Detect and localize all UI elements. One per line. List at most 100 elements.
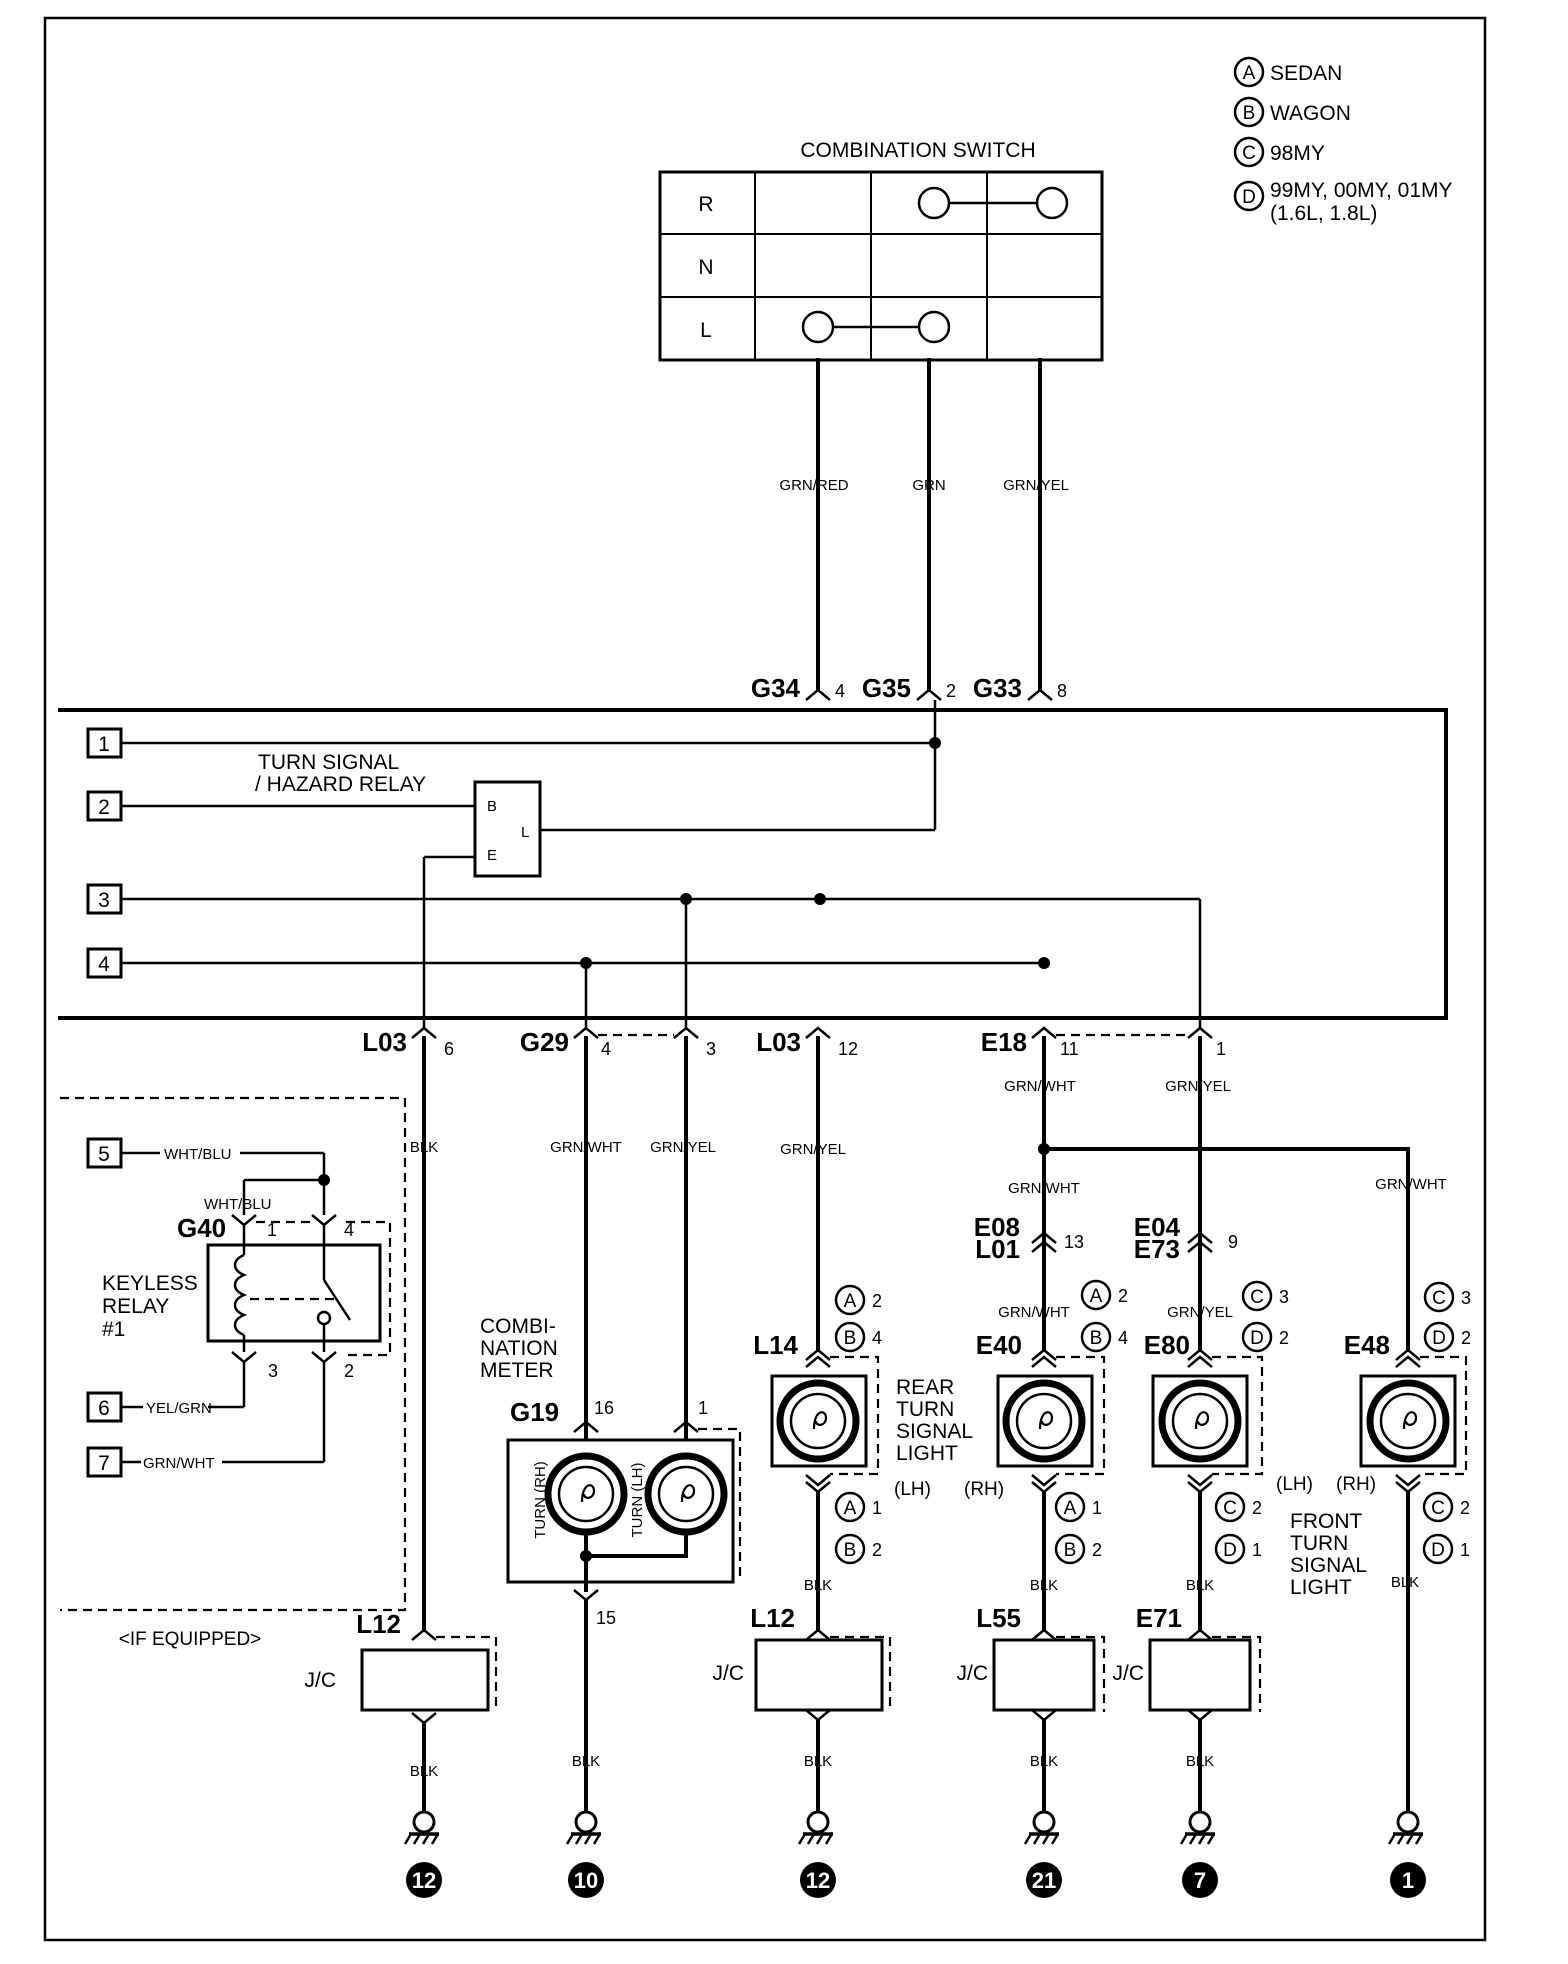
g34-pin: 4: [835, 681, 845, 701]
terminal-3: 3: [98, 889, 110, 912]
front-signal-label-3: SIGNAL: [1290, 1554, 1367, 1577]
legend-a-text: SEDAN: [1270, 62, 1342, 85]
wire-blk-2: BLK: [572, 1753, 600, 1770]
e80-variant-d: D: [1250, 1328, 1264, 1349]
relay-label-1: TURN SIGNAL: [258, 751, 399, 774]
terminal-2: 2: [98, 796, 110, 819]
connector-e08: E08: [974, 1212, 1020, 1242]
g35-pin: 2: [946, 681, 956, 701]
wire-blk-3a: BLK: [804, 1577, 832, 1594]
l14-pin-a: 2: [872, 1291, 882, 1311]
l03-a-pin: 6: [444, 1039, 454, 1059]
rear-signal-lh: (LH): [894, 1479, 931, 1500]
terminals-1-4: 1 2 3 4: [86, 727, 123, 979]
wire-wht-blu-1: WHT/BLU: [164, 1146, 232, 1163]
terminal-5: 5: [98, 1143, 110, 1166]
page-border: [43, 16, 1487, 1942]
wire-blk-5: BLK: [1186, 1753, 1214, 1770]
wire-grn-wht-e40: GRN/WHT: [998, 1304, 1070, 1321]
ground-1: 12: [412, 1868, 436, 1893]
connector-e73: E73: [1134, 1234, 1180, 1264]
keyless-relay-label-1: KEYLESS: [102, 1272, 198, 1295]
combination-switch: COMBINATION SWITCH R N L: [658, 139, 1104, 362]
e80-variant-c-2: C: [1223, 1498, 1237, 1519]
e48-variant-d: D: [1432, 1328, 1446, 1349]
wire-blk-5a: BLK: [1186, 1577, 1214, 1594]
l14-variant-a: A: [844, 1291, 857, 1312]
wire-blk-6: BLK: [1391, 1574, 1419, 1591]
wire-blk-l03: BLK: [410, 1139, 438, 1156]
connector-l55: L55: [976, 1603, 1021, 1633]
l14-pin-b: 4: [872, 1328, 882, 1348]
relay-label-2: / HAZARD RELAY: [255, 773, 426, 796]
e80-variant-c: C: [1250, 1287, 1264, 1308]
wire-grn: GRN: [912, 477, 945, 494]
g40-pin-1: 1: [267, 1220, 277, 1240]
connector-l12-a: L12: [356, 1609, 401, 1639]
junction-block: [58, 708, 1448, 1020]
rear-signal-label-3: SIGNAL: [896, 1420, 973, 1443]
l14-pin-d: 2: [872, 1540, 882, 1560]
connector-e18: E18: [981, 1027, 1027, 1057]
connector-l03-a: L03: [362, 1027, 407, 1057]
rear-signal-label-1: REAR: [896, 1376, 954, 1399]
e40-variant-b-2: B: [1064, 1540, 1077, 1561]
e40-variant-a-2: A: [1064, 1498, 1077, 1519]
legend-d-text: 99MY, 00MY, 01MY: [1270, 179, 1453, 202]
e48-variant-c-2: C: [1431, 1498, 1445, 1519]
e40-pin-d: 2: [1092, 1540, 1102, 1560]
legend-c-letter: C: [1242, 143, 1256, 164]
wire-grn-wht-meter: GRN/WHT: [550, 1139, 622, 1156]
ground-6: 1: [1402, 1868, 1414, 1893]
l14-pin-c: 1: [872, 1498, 882, 1518]
legend-b-letter: B: [1243, 103, 1256, 124]
keyless-relay-label-2: RELAY: [102, 1295, 169, 1318]
wire-grn-wht-e48: GRN/WHT: [1375, 1176, 1447, 1193]
relay-pin-e: E: [487, 847, 497, 864]
front-signal-label-2: TURN: [1290, 1532, 1348, 1555]
connector-e71: E71: [1136, 1603, 1182, 1633]
g29-pin-b: 3: [706, 1039, 716, 1059]
turn-rh-label: TURN (RH): [532, 1461, 549, 1538]
terminal-1: 1: [98, 733, 110, 756]
connector-g35: G35: [862, 673, 911, 703]
g19-pin-15: 15: [596, 1608, 616, 1628]
jc-label-1: J/C: [305, 1669, 337, 1692]
front-signal-lh: (LH): [1276, 1474, 1313, 1495]
terminal-4: 4: [98, 953, 110, 976]
rear-signal-rh: (RH): [964, 1479, 1004, 1500]
e48-variant-c: C: [1432, 1288, 1446, 1309]
legend-a-letter: A: [1243, 63, 1256, 84]
wire-blk-1: BLK: [410, 1763, 438, 1780]
keyless-relay-label-3: #1: [102, 1318, 125, 1341]
jc-label-4: J/C: [1113, 1662, 1145, 1685]
connector-e80: E80: [1144, 1330, 1190, 1360]
connector-l03-b: L03: [756, 1027, 801, 1057]
g29-pin-a: 4: [601, 1039, 611, 1059]
front-signal-rh: (RH): [1336, 1474, 1376, 1495]
connector-l01: L01: [975, 1234, 1020, 1264]
e80-pin-b: 2: [1279, 1328, 1289, 1348]
g40-pin-2: 2: [344, 1361, 354, 1381]
legend-d-text2: (1.6L, 1.8L): [1270, 202, 1377, 225]
wire-grn-yel-e18: GRN/YEL: [1165, 1078, 1231, 1095]
g33-pin: 8: [1057, 681, 1067, 701]
front-signal-label-4: LIGHT: [1290, 1576, 1352, 1599]
g19-pin-1: 1: [698, 1398, 708, 1418]
e40-pin-c: 1: [1092, 1498, 1102, 1518]
ground-4: 21: [1032, 1868, 1056, 1893]
l14-variant-b-2: B: [844, 1540, 857, 1561]
switch-row-l: L: [700, 319, 712, 342]
e08-pin: 13: [1064, 1232, 1084, 1252]
e80-pin-a: 3: [1279, 1287, 1289, 1307]
ground-5: 7: [1194, 1868, 1206, 1893]
if-equipped-label: <IF EQUIPPED>: [119, 1629, 262, 1650]
ground-3: 12: [806, 1868, 830, 1893]
wire-grn-yel-l03: GRN/YEL: [780, 1141, 846, 1158]
e40-variant-b: B: [1090, 1328, 1103, 1349]
legend-c-text: 98MY: [1270, 142, 1325, 165]
front-signal-label-1: FRONT: [1290, 1510, 1362, 1533]
combination-meter-label-1: COMBI-: [480, 1315, 556, 1338]
ground-2: 10: [574, 1868, 598, 1893]
